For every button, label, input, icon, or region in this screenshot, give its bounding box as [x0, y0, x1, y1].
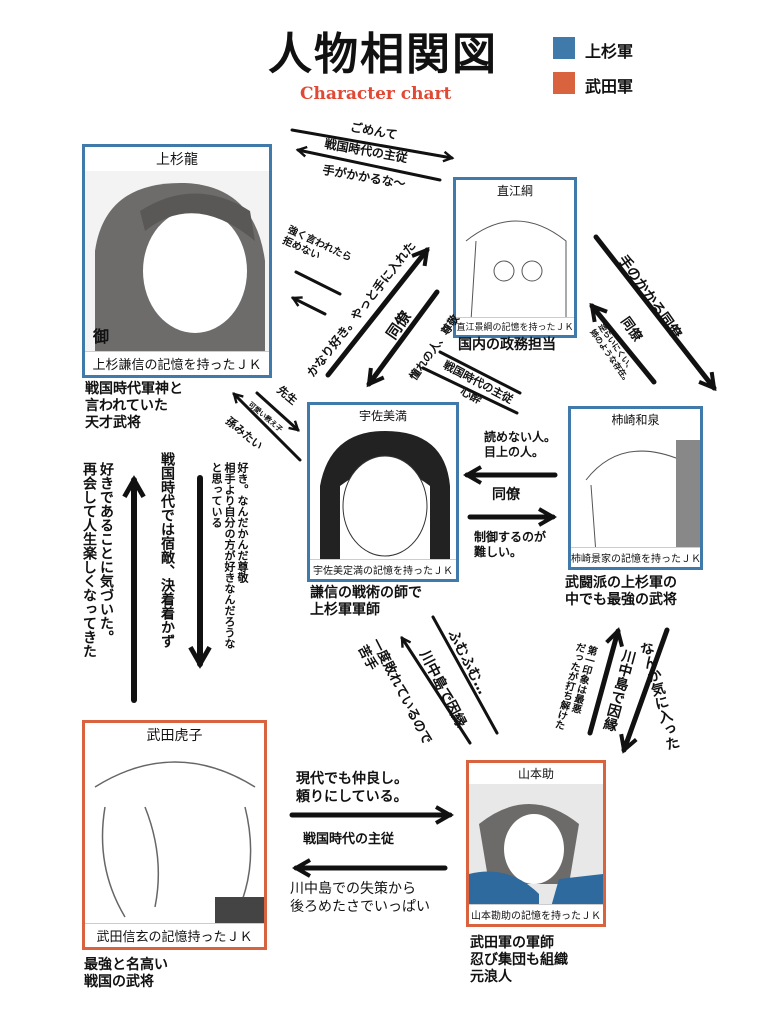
arrow-mitsuru-to-ryu [232, 392, 302, 462]
character-card-mitsuru[interactable]: 宇佐美満 宇佐美定満の記憶を持ったＪＫ [307, 402, 459, 582]
character-name: 山本助 [517, 767, 554, 781]
legend-label-uesugi: 上杉軍 [585, 42, 634, 61]
line-mitsuru-suke [431, 615, 499, 735]
label-suke-torako: 川中島での失策から 後ろめたさでいっぱい [290, 881, 430, 915]
character-card-tsuna[interactable]: 直江綱 直江景綱の記憶を持ったＪＫ [453, 177, 577, 338]
character-desc-ryu: 戦国時代軍神と 言われていた 天才武将 [85, 381, 183, 431]
character-portrait [469, 784, 603, 904]
label-ryu-torako: 戦国時代では宿敵、決着着かず [159, 452, 175, 648]
legend-swatch-takeda [553, 72, 575, 94]
character-name: 武田虎子 [146, 728, 203, 744]
character-card-suke[interactable]: 山本助 山本勘助の記憶を持ったＪＫ [466, 760, 606, 927]
label-mitsuru-izumi: 制御するのが 難しい。 [474, 530, 547, 559]
legend-label-takeda: 武田軍 [585, 77, 634, 96]
character-card-torako[interactable]: 武田虎子 武田信玄の記憶持ったＪＫ [82, 720, 267, 950]
character-desc-tsuna: 国内の政務担当 [458, 337, 556, 353]
label-mitsuru-ryu-note: 好き。なんだかんだ尊敬 相手より自分の方が好きなんだろうな と思っている [210, 462, 249, 649]
portrait-image [465, 220, 567, 317]
arrow-tsuna-to-ryu [295, 145, 442, 182]
character-caption: 武田信玄の記憶持ったＪＫ [85, 923, 264, 947]
portrait-image [585, 440, 700, 547]
character-desc-torako: 最強と名高い 戦国の武将 [84, 957, 168, 990]
character-desc-suke: 武田軍の軍師 忍び集団も組織 元浪人 [470, 935, 568, 985]
arrow-ryu-to-tsuna [290, 128, 455, 163]
portrait-image [320, 431, 450, 559]
character-name: 上杉龍 [156, 152, 198, 168]
portrait-image [94, 761, 264, 923]
character-portrait [571, 430, 700, 547]
character-caption: 山本勘助の記憶を持ったＪＫ [469, 904, 603, 924]
arrow-tsuna-to-izumi [593, 234, 717, 392]
character-name: 直江綱 [496, 184, 533, 198]
label-torako-suke: 現代でも仲良し。 頼りにしている。 [296, 771, 408, 805]
arrow-ryu-to-mitsuru [255, 391, 300, 432]
label-izumi-mitsuru: 読めない人。 目上の人。 [484, 430, 557, 459]
line-tsuna-ryu-lower-b [421, 366, 519, 415]
character-portrait [456, 201, 574, 317]
character-desc-mitsuru: 謙信の戦術の師で 上杉軍軍師 [310, 585, 422, 618]
label-torako-suke-mid: 戦国時代の主従 [303, 832, 395, 847]
label-torako-ryu: 好きであることに気づいた。 再会して人生楽しくなってきた [81, 462, 114, 658]
character-caption: 直江景綱の記憶を持ったＪＫ [456, 317, 574, 335]
character-caption: 柿崎景家の記憶を持ったＪＫ [571, 547, 701, 567]
legend-swatch-uesugi [553, 37, 575, 59]
page-subtitle: Character chart [300, 84, 452, 104]
arrow-izumi-to-suke [619, 627, 670, 754]
character-name: 宇佐美満 [358, 409, 407, 423]
portrait-image [469, 804, 603, 904]
page-title: 人物相関図 [268, 29, 498, 80]
badge-text: 御 [93, 327, 110, 346]
character-card-izumi[interactable]: 柿崎和泉 柿崎景家の記憶を持ったＪＫ [568, 406, 703, 570]
arrow-mitsuru-to-tsuna [325, 246, 430, 378]
arrow-tsuna-to-ryu-left [290, 296, 327, 316]
character-portrait: 御 [85, 171, 269, 351]
label-mitsuru-izumi-mid: 同僚 [492, 487, 520, 503]
arrow-tsuna-to-mitsuru [366, 289, 440, 388]
character-name: 柿崎和泉 [611, 413, 660, 427]
character-portrait [85, 747, 264, 923]
character-card-ryu[interactable]: 上杉龍 御 上杉謙信の記憶を持ったＪＫ [82, 144, 272, 378]
arrow-suke-to-mitsuru [400, 635, 472, 745]
arrow-izumi-to-tsuna [589, 302, 657, 385]
arrow-suke-to-izumi [587, 627, 624, 736]
character-caption: 宇佐美定満の記憶を持ったＪＫ [310, 559, 456, 579]
character-portrait [310, 426, 456, 559]
character-desc-izumi: 武闘派の上杉軍の 中でも最強の武将 [565, 575, 677, 608]
portrait-image [95, 182, 265, 351]
character-caption: 上杉謙信の記憶を持ったＪＫ [85, 351, 269, 375]
line-tsuna-ryu-note [294, 270, 342, 296]
line-tsuna-ryu-lower-a [438, 350, 522, 395]
